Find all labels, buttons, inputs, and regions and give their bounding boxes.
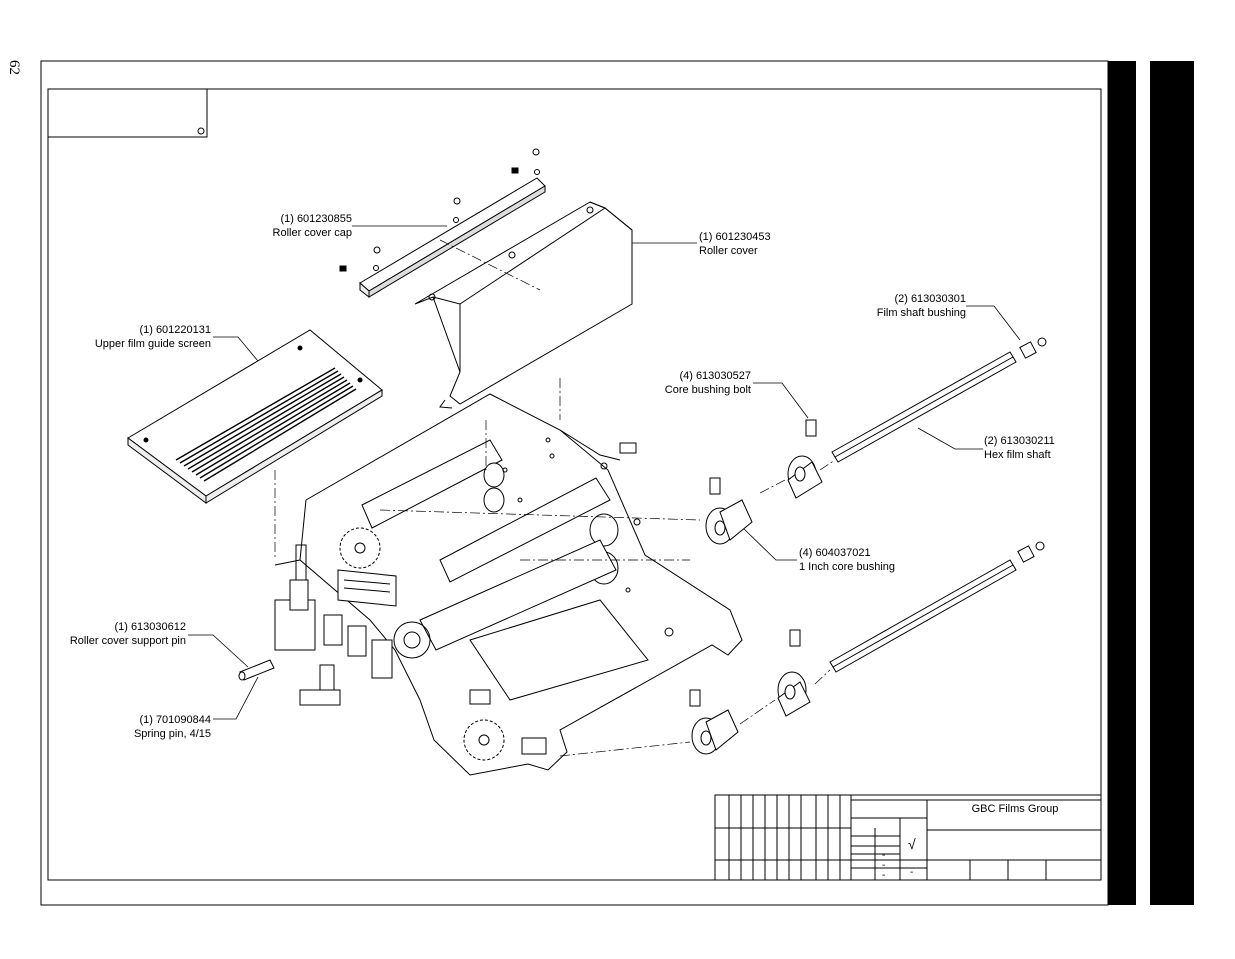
callout-part-number: (2) 613030211 — [984, 435, 1055, 447]
callout-part-number: (1) 601230855 — [280, 213, 352, 225]
title-block-dash: - — [882, 831, 886, 842]
callout-part-number: (1) 601220131 — [139, 324, 211, 336]
callout-core-bushing: (4) 604037021 1 Inch core bushing — [799, 546, 895, 574]
callout-part-number: (1) 701090844 — [139, 714, 211, 726]
callout-description: Roller cover support pin — [69, 635, 186, 647]
callout-description: Core bushing bolt — [664, 384, 751, 396]
callout-description: Upper film guide screen — [94, 338, 211, 350]
callout-description: Film shaft bushing — [876, 307, 966, 319]
callout-part-number: (4) 613030527 — [679, 370, 751, 382]
roller-cover-part — [414, 201, 633, 409]
title-block-company: GBC Films Group — [971, 803, 1059, 815]
title-block — [714, 794, 1102, 881]
hex-film-shaft-parts — [829, 337, 1047, 673]
title-block-dash: - — [910, 867, 914, 878]
title-block-dash: - — [882, 850, 886, 861]
callout-film-shaft-bushing: (2) 613030301 Film shaft bushing — [877, 292, 966, 320]
callout-upper-film-guide-screen: (1) 601220131 Upper film guide screen — [95, 323, 211, 351]
callout-roller-cover-cap: (1) 601230855 Roller cover cap — [273, 212, 352, 240]
callout-roller-cover-support-pin: (1) 613030612 Roller cover support pin — [70, 620, 186, 648]
main-frame-part — [274, 393, 743, 776]
callout-hex-film-shaft: (2) 613030211 Hex film shaft — [984, 434, 1055, 462]
page-number: 62 — [6, 60, 22, 75]
callout-core-bushing-bolt: (4) 613030527 Core bushing bolt — [665, 369, 751, 397]
callout-description: Spring pin, 4/15 — [133, 728, 211, 740]
assembly-center-lines — [274, 239, 836, 757]
title-block-dash: - — [882, 841, 886, 852]
callout-part-number: (1) 613030612 — [114, 621, 186, 633]
callout-description: 1 Inch core bushing — [799, 561, 896, 573]
callout-part-number: (4) 604037021 — [799, 547, 871, 559]
side-tab-outer — [1150, 61, 1194, 905]
upper-film-guide-screen-part — [127, 329, 383, 504]
callout-description: Roller cover cap — [272, 227, 352, 239]
side-tab-inner — [1108, 61, 1136, 905]
callout-roller-cover: (1) 601230453 Roller cover — [699, 230, 771, 258]
title-label-box — [47, 88, 208, 138]
callout-description: Hex film shaft — [984, 449, 1051, 461]
callout-spring-pin: (1) 701090844 Spring pin, 4/15 — [134, 713, 211, 741]
check-mark-icon: √ — [908, 836, 916, 852]
core-bushing-parts — [689, 419, 823, 755]
title-block-dash: - — [882, 870, 886, 881]
callout-part-number: (2) 613030301 — [894, 293, 966, 305]
callout-part-number: (1) 601230453 — [699, 231, 771, 243]
callout-description: Roller cover — [699, 245, 758, 257]
roller-cover-support-pin-part — [238, 659, 275, 681]
roller-cover-cap-part — [339, 148, 546, 299]
inner-frame — [47, 88, 1102, 881]
title-block-dash: - — [882, 860, 886, 871]
